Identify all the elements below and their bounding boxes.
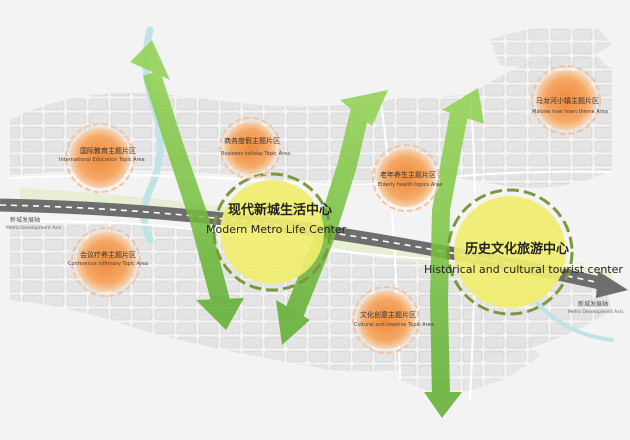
topic-circles: [65, 65, 601, 354]
topic-label-en-malone: Malone river town theme Area: [532, 109, 608, 115]
topic-circle-business: [219, 117, 281, 179]
center-label-en-modern: Modern Metro Life Center: [206, 223, 347, 236]
topic-label-zh-conference: 会议疗养主题片区: [80, 251, 136, 259]
center-label-zh-modern: 现代新城生活中心: [228, 203, 333, 218]
topic-label-en-conference: Conference infirmary Topic Area: [68, 261, 149, 267]
corridor-1: [130, 40, 244, 330]
topic-label-en-cultural: Cultural and creative Topic Area: [354, 322, 434, 328]
river-east: [533, 298, 614, 342]
center-label-zh-historical: 历史文化旅游中心: [465, 242, 570, 257]
center-circle-historical: [446, 188, 574, 316]
topic-circle-cultural: [352, 286, 420, 354]
topic-label-en-education: International Education Topic Area: [59, 157, 145, 163]
axis-label-en-west: Metro Development Axis: [6, 226, 62, 231]
center-label-en-historical: Historical and cultural tourist center: [424, 263, 623, 276]
center-circle-modern: [212, 172, 332, 292]
topic-label-zh-elderly: 老年养生主题片区: [380, 171, 436, 179]
topic-circle-education: [65, 123, 135, 193]
topic-label-en-elderly: Elderly health topics Area: [378, 182, 443, 188]
axis-label-zh-west: 新城发展轴: [10, 217, 41, 224]
topic-circle-malone: [531, 65, 601, 135]
topic-label-zh-malone: 马龙河小镇主题片区: [536, 97, 599, 105]
topic-circle-conference: [71, 227, 141, 297]
axis-label-en-east: Metro Development Axis: [568, 310, 624, 315]
topic-label-zh-education: 国际教育主题片区: [80, 147, 136, 155]
topic-circle-elderly: [372, 144, 440, 212]
topic-label-zh-cultural: 文化创意主题片区: [360, 311, 416, 319]
topic-label-zh-business: 商务度假主题片区: [224, 137, 280, 145]
topic-label-en-business: Business holiday Topic Area: [221, 151, 291, 157]
axis-label-zh-east: 新城发展轴: [578, 301, 609, 308]
